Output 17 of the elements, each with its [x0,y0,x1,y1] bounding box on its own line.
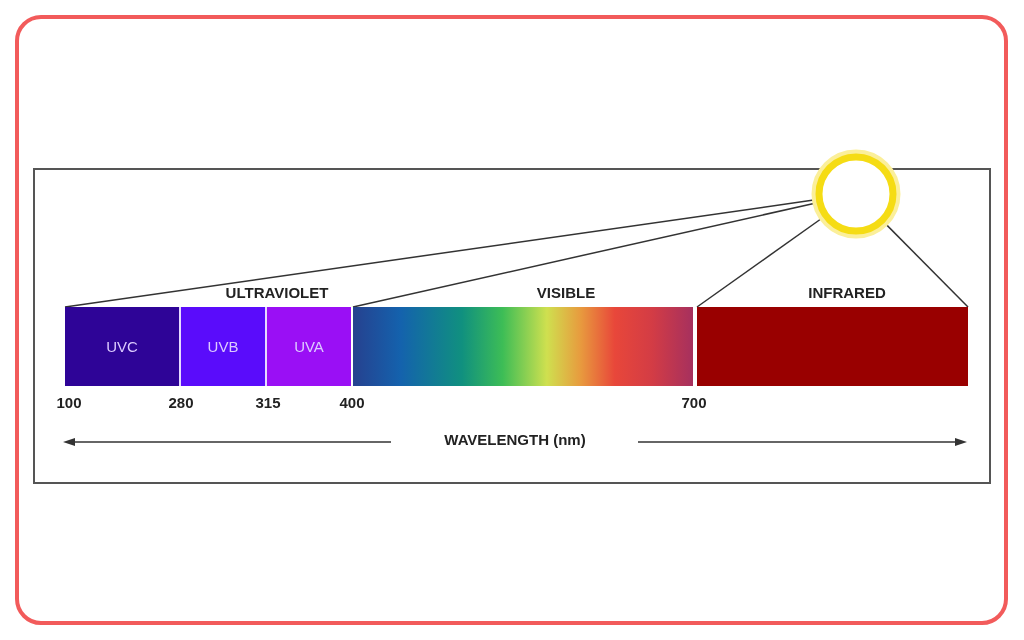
axis-label: WAVELENGTH (nm) [444,431,586,449]
uva-segment [267,307,351,386]
tick-label: 400 [339,394,365,412]
band-label: UVB [207,337,239,356]
tick-label: 315 [255,394,281,412]
uvb-segment [181,307,265,386]
band-heading: VISIBLE [536,284,596,302]
tick-label: 700 [681,394,707,412]
projection-line [884,222,969,308]
tick-label: 280 [168,394,194,412]
sun-icon [811,149,901,239]
band-heading: ULTRAVIOLET [225,284,329,302]
band-label: UVC [106,337,138,356]
band-heading: INFRARED [808,284,886,302]
uvc-segment [65,307,179,386]
band-label: UVA [294,337,324,356]
tick-label: 100 [56,394,82,412]
